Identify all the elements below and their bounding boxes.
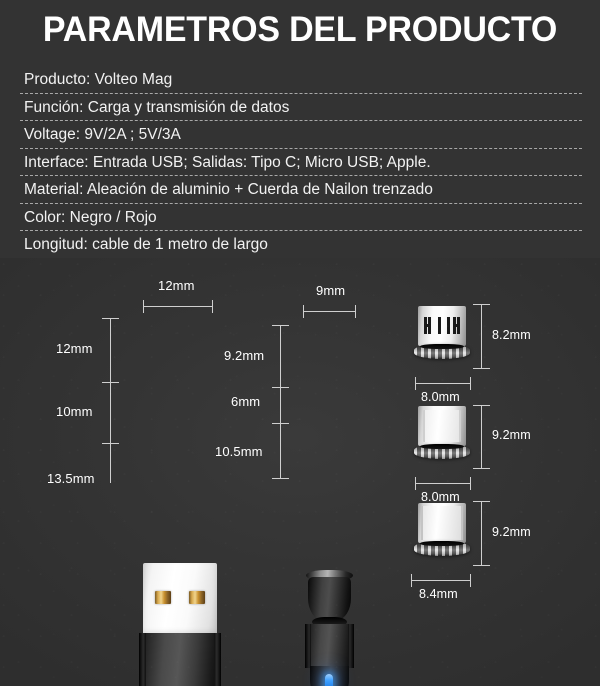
micro-usb-head [418,306,466,346]
spec-row-voltage: Voltage: 9V/2A ; 5V/3A [20,121,582,149]
magnet-ring [306,570,353,581]
dim-tick [272,387,289,388]
dim-tick [272,325,289,326]
spec-row-color: Color: Negro / Rojo [20,204,582,232]
usb-gold-pin [189,591,205,604]
product-diagram: 12mm 12mm 10mm 13.5mm 9mm [0,258,600,686]
micro-usb-magnet-base [414,344,470,359]
dim-tick [473,304,490,305]
dim-tick [102,382,119,383]
dim-line-tip1-width [415,383,470,384]
dim-tick [473,468,490,469]
apple-lightning-face [421,506,463,540]
dim-line-tip2-height [481,405,482,468]
dim-tip2-width: 8.0mm [421,490,460,504]
spec-row-funcion: Función: Carga y transmisión de datos [20,94,582,122]
dim-mag-width: 9mm [316,283,346,298]
dim-line-tip3-height [481,501,482,565]
rotating-barrel [308,577,351,620]
dim-tip3-height: 9.2mm [492,525,531,539]
dim-tick [272,478,289,479]
dim-mag-seg-3: 10.5mm [215,444,263,459]
dim-line-usb-width [143,306,213,307]
dim-usb-seg-2: 10mm [56,404,93,419]
dim-tick [102,443,119,444]
dim-usb-width: 12mm [158,278,195,293]
type-c-magnet-base [414,444,470,459]
type-c-slot [423,410,461,442]
spec-row-interface: Interface: Entrada USB; Salidas: Tipo C;… [20,149,582,177]
connector-body [305,624,354,668]
dim-tick [143,300,144,313]
dim-tip2-height: 9.2mm [492,428,531,442]
usb-gold-pin [155,591,171,604]
usb-a-housing [139,633,221,686]
spec-row-material: Material: Aleación de aluminio + Cuerda … [20,176,582,204]
dim-tick [102,318,119,319]
dim-line-tip1-height [481,304,482,368]
dim-tick [415,377,416,390]
dim-tick [415,477,416,490]
dim-tick [473,405,490,406]
dim-tick [470,574,471,587]
specification-list: Producto: Volteo Mag Función: Carga y tr… [20,66,582,259]
dim-mag-seg-1: 9.2mm [224,348,265,363]
dim-line-tip3-width [411,580,470,581]
dim-tick [212,300,213,313]
apple-lightning-head [418,503,466,543]
dim-tick [470,477,471,490]
micro-usb-pin-glyph [424,317,460,334]
dim-line-mag-width [303,311,356,312]
dim-line-mag-vertical [280,325,281,478]
apple-lightning-magnet-base [414,541,470,556]
dim-line-tip2-width [415,483,470,484]
dim-tick [272,423,289,424]
rotation-joint [312,617,347,627]
dim-usb-seg-3: 13.5mm [47,471,95,486]
led-indicator [325,674,333,686]
dim-tick [473,368,490,369]
dim-mag-seg-2: 6mm [231,394,261,409]
dim-tick [473,501,490,502]
dim-line-usb-vertical [110,318,111,483]
dim-tick [355,305,356,318]
page-title: PARAMETROS DEL PRODUCTO [42,10,558,49]
dim-tick [411,574,412,587]
dim-tick [303,305,304,318]
spec-row-longitud: Longitud: cable de 1 metro de largo [20,231,582,259]
spec-row-producto: Producto: Volteo Mag [20,66,582,94]
usb-a-contact-tongue [143,563,217,635]
dim-usb-seg-1: 12mm [56,341,93,356]
dim-tick [473,565,490,566]
dim-tip3-width: 8.4mm [419,587,458,601]
dim-tip1-height: 8.2mm [492,328,531,342]
dim-tick [470,377,471,390]
type-c-head [418,406,466,446]
dim-tip1-width: 8.0mm [421,390,460,404]
